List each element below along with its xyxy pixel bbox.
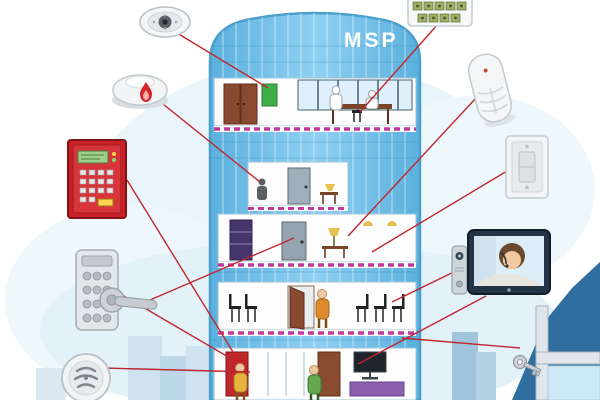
window-lock-key-icon xyxy=(512,305,600,400)
floor-waiting xyxy=(217,281,417,331)
video-intercom-monitor-icon xyxy=(467,229,551,295)
chairs-right xyxy=(356,294,405,322)
chairs-left xyxy=(229,294,257,322)
floor-office xyxy=(213,77,417,127)
door-station-icon xyxy=(451,245,468,295)
door-lever-handle-icon xyxy=(99,287,158,313)
ceiling-smoke-detector-icon xyxy=(139,6,191,38)
floor-small-room xyxy=(247,161,349,207)
pir-motion-sensor-icon xyxy=(467,53,516,127)
msp-building: MSP xyxy=(208,11,422,400)
terminal-block-module-icon xyxy=(407,0,473,27)
alarm-sounder-icon xyxy=(61,353,111,400)
fire-alarm-panel-icon xyxy=(67,139,127,219)
floor-corridor xyxy=(217,213,417,263)
building-label: MSP xyxy=(344,29,399,52)
smoke-detector-flame-icon xyxy=(112,74,168,109)
light-switch-icon xyxy=(505,135,549,199)
glass-grid-horizontal xyxy=(210,45,420,341)
floor-lobby xyxy=(213,347,417,400)
